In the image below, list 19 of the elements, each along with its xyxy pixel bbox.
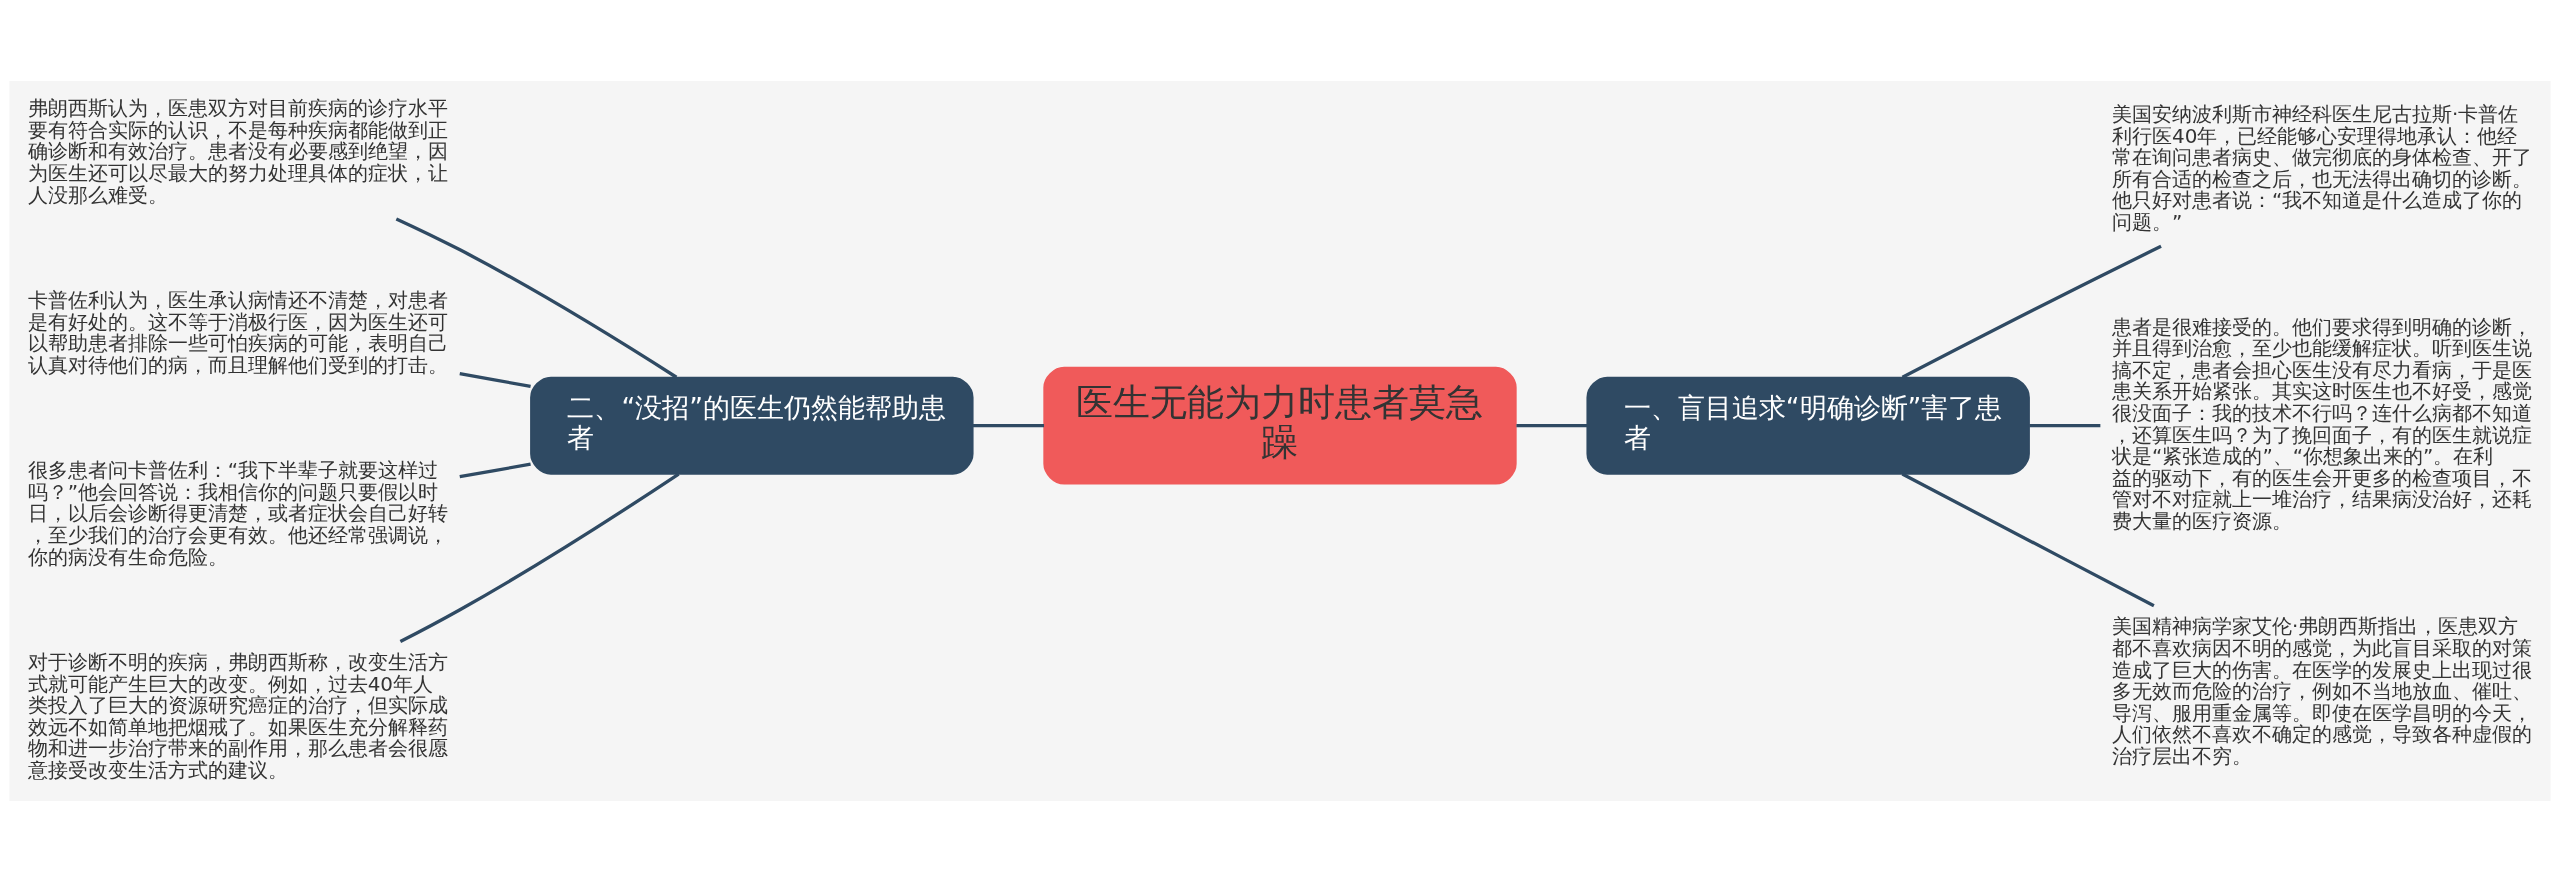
- node-text: 对于诊断不明的疾病，弗朗西斯称，改变生活方式就可能产生巨大的改变。例如，过去40年人类投入了巨大的资源研究癌症的治疗，但实际成效远不如简单地把烟戒了。如果医生充分解释药物和进一步治疗带来的副作用，那么患者会很愿意接受改变生活方式的建议。: [27, 650, 448, 782]
- connector: [2029, 423, 2101, 427]
- node-box: 一、盲目追求“明确诊断”害了患者: [1586, 376, 2030, 475]
- node-text: 美国安纳波利斯市神经科医生尼古拉斯·卡普佐利行医40年，已经能够心安理得地承认：他经常在询问患者病史、做完彻底的身体检查、开了所有合适的检查之后，也无法得出确切的诊断。他只好对患者说：“我不知道是什么造成了你的问题。”: [2112, 102, 2533, 234]
- connector: [395, 216, 678, 379]
- node-box: 二、“没招”的医生仍然能帮助患者: [530, 376, 974, 475]
- node-text: 美国精神病学家艾伦·弗朗西斯指出，医患双方都不喜欢病因不明的感觉，为此盲目采取的对策造成了巨大的伤害。在医学的发展史上出现过很多无效而危险的治疗，例如不当地放血、催吐、导泻、服用重金属等。即使在医学昌明的今天，人们依然不喜欢不确定的感觉，导致各种虚假的治疗层出不穷。: [2112, 614, 2533, 768]
- node-text: 患者是很难接受的。他们要求得到明确的诊断，并且得到治愈，至少也能缓解症状。听到医生说搞不定，患者会担心医生没有尽力看病，于是医患关系开始紧张。其实这时医生也不好受，感觉很没面子：我的技术不行吗？连什么病都不知道，还算医生吗？为了挽回面子，有的医生就说症状是“紧张造成的”、“你想象出来的”。在利益的驱动下，有的医生会开更多的检查项目，不管对不对症就上一堆治疗，结果病没治好，还耗费大量的医疗资源。: [2112, 315, 2533, 533]
- connector: [1901, 472, 2155, 607]
- connector: [399, 472, 680, 643]
- node-text: 卡普佐利认为，医生承认病情还不清楚，对患者是有好处的。这不等于消极行医，因为医生还可以帮助患者排除一些可怕疾病的可能，表明自己认真对待他们的病，而且理解他们受到的打击。: [27, 288, 448, 377]
- connector: [1516, 423, 1587, 427]
- node-box: 医生无能为力时患者莫急躁: [1043, 366, 1517, 485]
- node-text: 弗朗西斯认为，医患双方对目前疾病的诊疗水平要有符合实际的认识，不是每种疾病都能做到正确诊断和有效治疗。患者没有必要感到绝望，因为医生还可以尽最大的努力处理具体的症状，让人没那么难受。: [27, 96, 448, 207]
- connector: [459, 462, 531, 478]
- connector: [1901, 244, 2162, 379]
- connector: [459, 371, 531, 388]
- connector: [973, 423, 1045, 427]
- node-text: 很多患者问卡普佐利：“我下半辈子就要这样过吗？”他会回答说：我相信你的问题只要假以时日，以后会诊断得更清楚，或者症状会自己好转，至少我们的治疗会更有效。他还经常强调说，你的病没有生命危险。: [27, 458, 448, 569]
